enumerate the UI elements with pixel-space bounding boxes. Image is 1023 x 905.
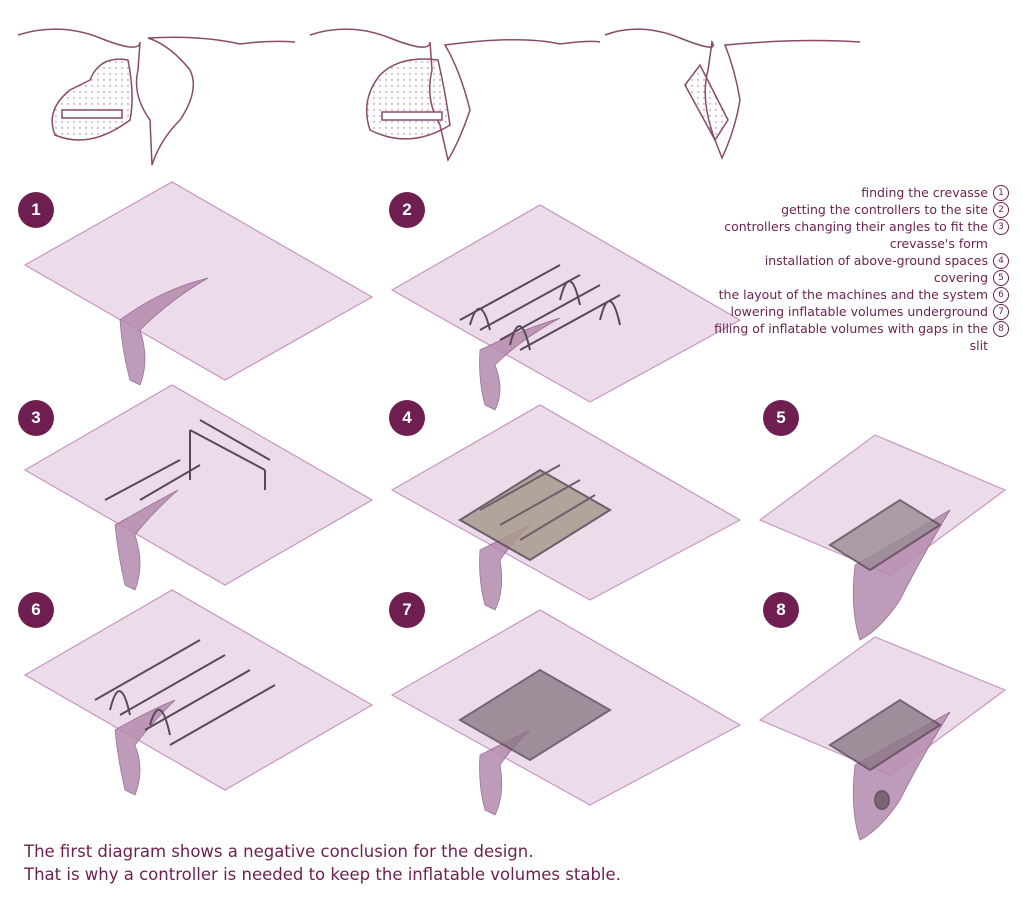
step-badge-2: 2 [389,192,425,228]
legend-number: 3 [993,219,1009,235]
steps-legend: finding the crevasse 1 getting the contro… [709,184,1009,354]
step-badge-4: 4 [389,400,425,436]
legend-number: 6 [993,287,1009,303]
filled-system-8 [828,698,942,810]
crevasse-1 [119,277,209,386]
legend-item: covering 5 [709,269,1009,286]
legend-item: lowering inflatable volumes underground 7 [709,303,1009,320]
cover-4 [458,464,612,562]
crevasse-6 [114,699,176,796]
legend-item: controllers changing their angles to fit… [709,218,1009,252]
legend-item: filling of inflatable volumes with gaps … [709,320,1009,354]
legend-item: finding the crevasse 1 [709,184,1009,201]
legend-number: 5 [993,270,1009,286]
plane-8 [758,636,1007,776]
section-sketch-1 [17,28,296,166]
caption-line-1: The first diagram shows a negative concl… [24,842,534,861]
inflatable-system-7 [458,668,612,762]
legend-number: 7 [993,304,1009,320]
legend-number: 8 [993,321,1009,337]
controllers-3 [104,419,271,501]
legend-text: getting the controllers to the site [781,202,988,217]
machines-6 [94,639,276,746]
caption-line-2: That is why a controller is needed to ke… [24,865,621,884]
plane-5 [758,434,1007,576]
crevasse-2 [479,317,561,411]
step-badge-1: 1 [18,192,54,228]
legend-item: installation of above-ground spaces 4 [709,252,1009,269]
step-badge-7: 7 [389,592,425,628]
legend-number: 2 [993,202,1009,218]
legend-text: finding the crevasse [861,185,988,200]
legend-text: controllers changing their angles to fit… [724,219,988,251]
legend-text: installation of above-ground spaces [764,253,988,268]
controllers-2 [459,264,621,351]
step-badge-8: 8 [763,592,799,628]
legend-text: lowering inflatable volumes underground [730,304,988,319]
step-badge-6: 6 [18,592,54,628]
legend-item: the layout of the machines and the syste… [709,286,1009,303]
legend-number: 1 [993,185,1009,201]
covered-system-5 [828,498,942,572]
section-sketch-2 [309,28,601,162]
legend-text: the layout of the machines and the syste… [718,287,988,302]
crevasse-3 [114,489,179,591]
step-badge-3: 3 [18,400,54,436]
caption: The first diagram shows a negative concl… [24,840,621,886]
plane-3 [23,384,374,586]
step-badge-5: 5 [763,400,799,436]
section-sketch-3 [604,28,861,160]
legend-number: 4 [993,253,1009,269]
legend-text: filling of inflatable volumes with gaps … [714,321,988,353]
plane-6 [23,589,374,791]
legend-item: getting the controllers to the site 2 [709,201,1009,218]
legend-text: covering [933,270,988,285]
